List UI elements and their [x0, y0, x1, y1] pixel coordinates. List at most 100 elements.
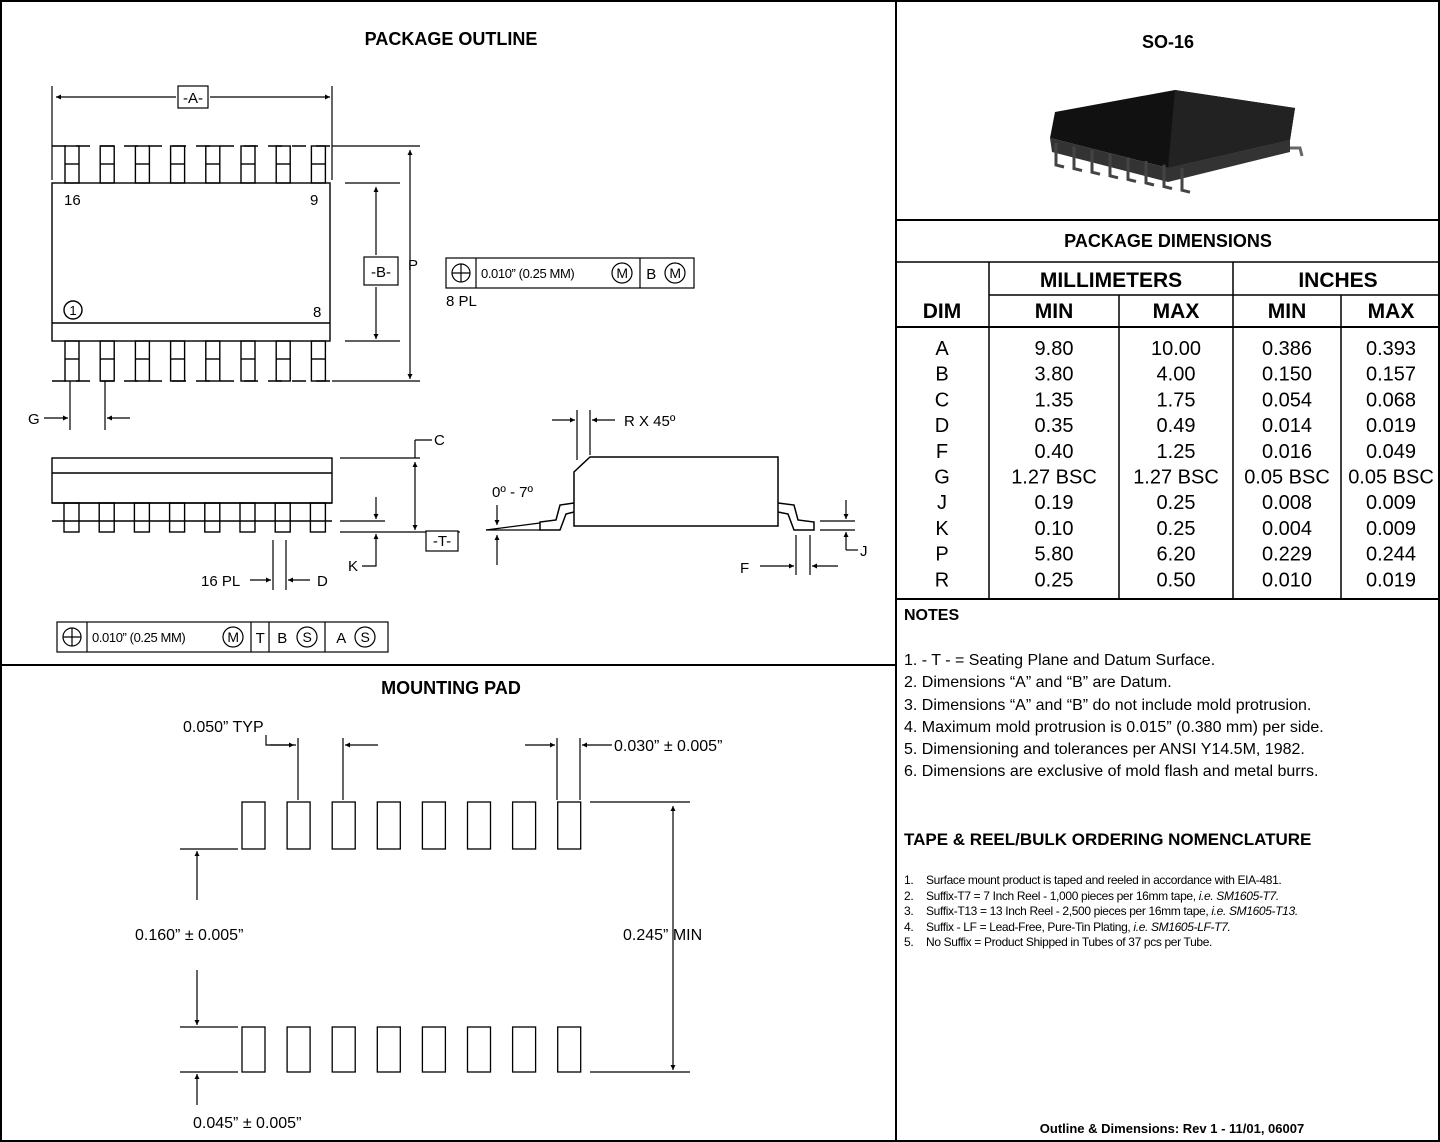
dims-table-grid: [896, 262, 1440, 599]
dim-c-k: [340, 439, 460, 567]
note-item: 5. Dimensioning and tolerances per ANSI …: [904, 741, 1305, 759]
pad: [421, 1026, 447, 1073]
mounting-pads: [241, 801, 582, 1073]
pad: [557, 1026, 582, 1073]
note-item: 1. - T - = Seating Plane and Datum Surfa…: [904, 652, 1216, 669]
lead: [205, 145, 221, 184]
lead: [239, 502, 256, 533]
label-datum-b: -B-: [371, 264, 391, 281]
dims-cell: 0.05 BSC: [1244, 467, 1330, 489]
dims-cell: 0.014: [1262, 415, 1312, 437]
lead: [63, 502, 80, 533]
pad: [331, 801, 356, 850]
dims-cell: 0.25: [1035, 569, 1074, 591]
pad: [466, 801, 492, 850]
lead: [274, 502, 291, 533]
dim-d: [250, 540, 310, 590]
dims-cell: 0.35: [1035, 415, 1074, 437]
lead: [98, 502, 115, 533]
lead: [134, 145, 151, 184]
lead: [168, 502, 186, 533]
fcf-top-tolerance: 0.010” (0.25 MM): [481, 266, 574, 281]
dims-cell: D: [935, 415, 949, 437]
dims-cell: 0.19: [1035, 492, 1074, 514]
dim-f: [760, 535, 838, 575]
dim-g: [44, 381, 130, 430]
lead: [309, 502, 327, 533]
fcf-bottom-m: M: [227, 629, 238, 645]
pad: [376, 1026, 401, 1073]
lead: [205, 340, 221, 382]
dims-cell: 0.49: [1157, 415, 1196, 437]
lead: [240, 340, 256, 382]
dims-cell: 0.150: [1262, 364, 1312, 386]
dims-cell: C: [935, 389, 949, 411]
lead: [169, 340, 186, 382]
dims-cell: 0.016: [1262, 441, 1312, 463]
notes-list: 1. - T - = Seating Plane and Datum Surfa…: [904, 650, 1324, 784]
dims-cell: G: [934, 467, 950, 489]
dims-cell: 4.00: [1157, 364, 1196, 386]
label-d: D: [317, 573, 328, 590]
notes-title: NOTES: [904, 607, 960, 624]
lead: [240, 145, 256, 184]
chip-image: [1050, 90, 1304, 194]
dims-cell: 0.25: [1157, 518, 1196, 540]
note-item: 3. Dimensions “A” and “B” do not include…: [904, 696, 1312, 714]
label-datum-a: -A-: [183, 90, 203, 107]
chip-lead: [1126, 157, 1137, 183]
dims-cell: 0.244: [1366, 544, 1416, 566]
dim-b: [345, 182, 400, 342]
lead: [275, 145, 291, 184]
label-pin1: 1: [69, 303, 76, 318]
pin1-marker: [63, 300, 83, 320]
dims-cell: R: [935, 569, 949, 591]
header-dim: DIM: [923, 300, 962, 323]
pad: [557, 801, 582, 850]
mounting-pad-title: MOUNTING PAD: [381, 678, 521, 698]
fcf-top-m2: M: [669, 265, 680, 281]
fcf-bottom-tolerance: 0.010” (0.25 MM): [92, 630, 185, 645]
dims-cell: 0.40: [1035, 441, 1074, 463]
dims-cell: 0.157: [1366, 364, 1416, 386]
lead: [99, 340, 115, 382]
fcf-bottom-s: S: [303, 629, 312, 645]
ordering-title: TAPE & REEL/BULK ORDERING NOMENCLATURE: [904, 830, 1312, 849]
dims-cell: 0.019: [1366, 569, 1416, 591]
pad-label-typ: 0.050” TYP: [183, 719, 264, 736]
label-f: F: [740, 560, 749, 577]
dims-cell: 1.75: [1157, 389, 1196, 411]
dims-cell: 0.019: [1366, 415, 1416, 437]
dims-cell: 1.25: [1157, 441, 1196, 463]
top-view: [51, 145, 331, 382]
lead: [204, 502, 221, 533]
side-leads: [63, 502, 327, 533]
fcf-bottom-t: T: [256, 630, 265, 647]
ordering-item: 5.No Suffix = Product Shipped in Tubes o…: [904, 935, 1213, 950]
fcf-top-b: B: [646, 266, 656, 283]
dims-cell: 0.229: [1262, 544, 1312, 566]
dim-a: [51, 85, 333, 180]
header-in-min: MIN: [1268, 300, 1307, 323]
ordering-item: 3.Suffix-T13 = 13 Inch Reel - 2,500 piec…: [904, 904, 1298, 919]
pad: [466, 1026, 492, 1073]
ordering-list: 1.Surface mount product is taped and ree…: [904, 873, 1298, 951]
dims-cell: 0.10: [1035, 518, 1074, 540]
dims-cell: 0.386: [1262, 338, 1312, 360]
pad: [241, 1026, 266, 1073]
dims-cell: F: [936, 441, 948, 463]
chip-lead: [1072, 146, 1083, 173]
dims-cell: B: [935, 364, 948, 386]
lead: [275, 340, 291, 382]
label-c: C: [434, 432, 445, 449]
dims-cell: 3.80: [1035, 364, 1074, 386]
dims-title: PACKAGE DIMENSIONS: [1064, 231, 1272, 251]
note-item: 2. Dimensions “A” and “B” are Datum.: [904, 674, 1172, 692]
header-in: INCHES: [1298, 269, 1377, 292]
dims-cell: J: [937, 492, 947, 514]
chip-lead: [1090, 150, 1101, 176]
pad: [286, 801, 311, 850]
dims-cell: 1.27 BSC: [1133, 467, 1219, 489]
label-p-vis: P: [408, 257, 418, 274]
pad: [511, 801, 537, 850]
